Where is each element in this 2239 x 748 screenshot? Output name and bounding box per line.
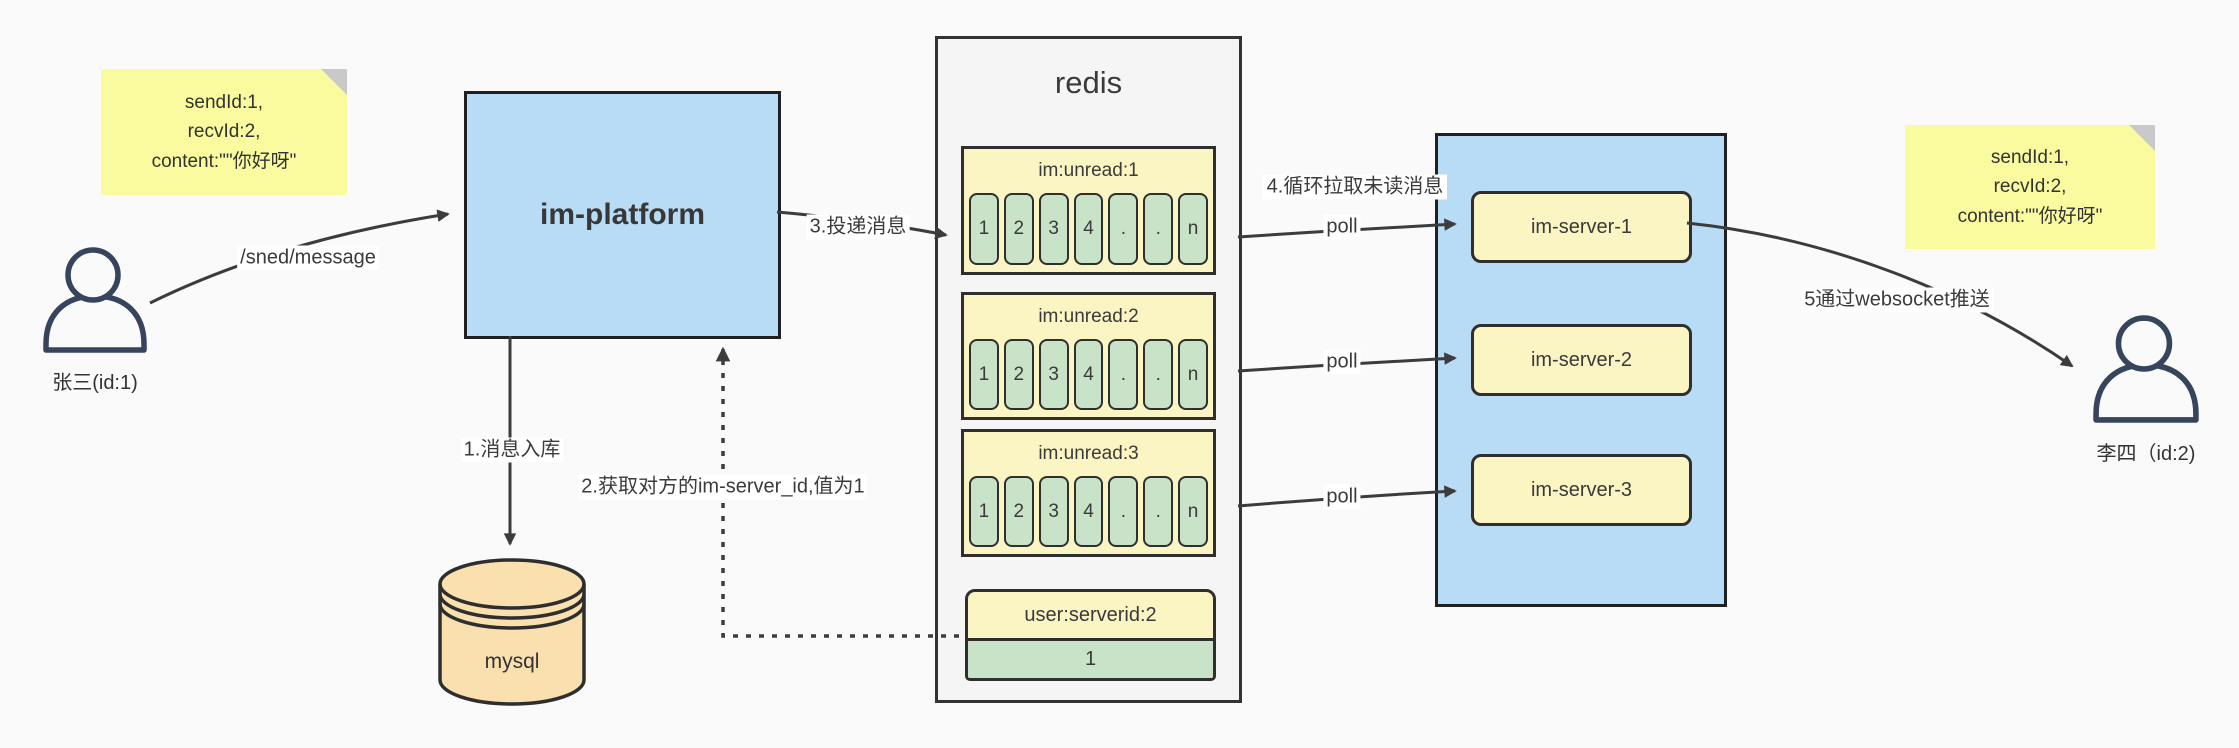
receiver-label: 李四（id:2) (2096, 443, 2196, 465)
user-serverid-header: user:serverid:2 (1024, 603, 1157, 626)
edge-label-step4: 4.循环拉取未读消息 (1263, 174, 1447, 200)
queue-cell: 3 (1038, 476, 1069, 547)
user-serverid-value: 1 (968, 638, 1213, 678)
queue-cell: 2 (1003, 193, 1034, 265)
queue-cell: 2 (1003, 476, 1034, 547)
queue-cell: 1 (969, 193, 999, 265)
im-server-3-label: im-server-3 (1530, 478, 1633, 501)
im-server-3-box: im-server-3 (1471, 454, 1692, 526)
queue-cell: 4 (1073, 193, 1104, 265)
edge-label-poll-1: poll (1323, 214, 1361, 240)
queue-cell: n (1178, 476, 1209, 547)
queue-cell: 4 (1073, 476, 1104, 547)
queue-cell: . (1143, 476, 1174, 547)
queue-cell: n (1178, 193, 1209, 265)
queue-cell: . (1108, 339, 1139, 410)
unread-queue-3-cells: 1 2 3 4 . . n (964, 476, 1213, 554)
im-server-2-label: im-server-2 (1530, 348, 1633, 371)
unread-queue-1: im:unread:1 1 2 3 4 . . n (961, 146, 1216, 275)
im-platform-label: im-platform (540, 198, 705, 231)
unread-queue-3-header: im:unread:3 (1038, 443, 1139, 464)
queue-cell: 3 (1038, 193, 1069, 265)
unread-queue-1-header: im:unread:1 (1038, 160, 1139, 181)
sender-label: 张三(id:1) (52, 372, 138, 394)
redis-container: redis im:unread:1 1 2 3 4 . . n im:unrea… (935, 36, 1242, 703)
im-server-2-box: im-server-2 (1471, 324, 1692, 396)
edge-label-step1: 1.消息入库 (460, 437, 564, 463)
edge-label-poll-3: poll (1323, 484, 1361, 510)
im-server-1-box: im-server-1 (1471, 191, 1692, 263)
edge-label-send-path: /sned/message (237, 245, 379, 271)
sticky-note-left-text: sendId:1, recvId:2, content:""你好呀" (151, 91, 297, 172)
queue-cell: 1 (969, 339, 999, 410)
queue-cell: . (1108, 476, 1139, 547)
edge-label-step3: 3.投递消息 (806, 214, 910, 240)
im-server-cluster: im-server-1 im-server-2 im-server-3 (1435, 133, 1727, 607)
queue-cell: n (1178, 339, 1209, 410)
person-icon (43, 247, 147, 353)
unread-queue-2-header: im:unread:2 (1038, 306, 1139, 327)
queue-cell: 2 (1003, 339, 1034, 410)
unread-queue-2: im:unread:2 1 2 3 4 . . n (961, 292, 1216, 420)
unread-queue-1-cells: 1 2 3 4 . . n (964, 193, 1213, 272)
queue-cell: . (1143, 339, 1174, 410)
person-icon (2093, 315, 2199, 423)
sticky-note-right-text: sendId:1, recvId:2, content:""你好呀" (1957, 146, 2103, 227)
queue-cell: . (1108, 193, 1139, 265)
database-cylinder-icon (438, 558, 586, 706)
mysql-label: mysql (484, 650, 540, 673)
queue-cell: 4 (1073, 339, 1104, 410)
im-platform-box: im-platform (464, 91, 781, 339)
edge-label-poll-2: poll (1323, 349, 1361, 375)
sticky-note-left: sendId:1, recvId:2, content:""你好呀" (101, 69, 347, 195)
unread-queue-3: im:unread:3 1 2 3 4 . . n (961, 429, 1216, 557)
unread-queue-2-cells: 1 2 3 4 . . n (964, 339, 1213, 417)
user-serverid-box: user:serverid:2 1 (965, 589, 1216, 681)
redis-title: redis (1054, 65, 1123, 100)
im-server-1-label: im-server-1 (1530, 215, 1633, 238)
edge-label-step2: 2.获取对方的im-server_id,值为1 (578, 474, 868, 500)
queue-cell: 1 (969, 476, 999, 547)
queue-cell: 3 (1038, 339, 1069, 410)
queue-cell: . (1143, 193, 1174, 265)
edge-label-step5: 5通过websocket推送 (1801, 287, 1993, 313)
sticky-note-right: sendId:1, recvId:2, content:""你好呀" (1905, 125, 2155, 249)
